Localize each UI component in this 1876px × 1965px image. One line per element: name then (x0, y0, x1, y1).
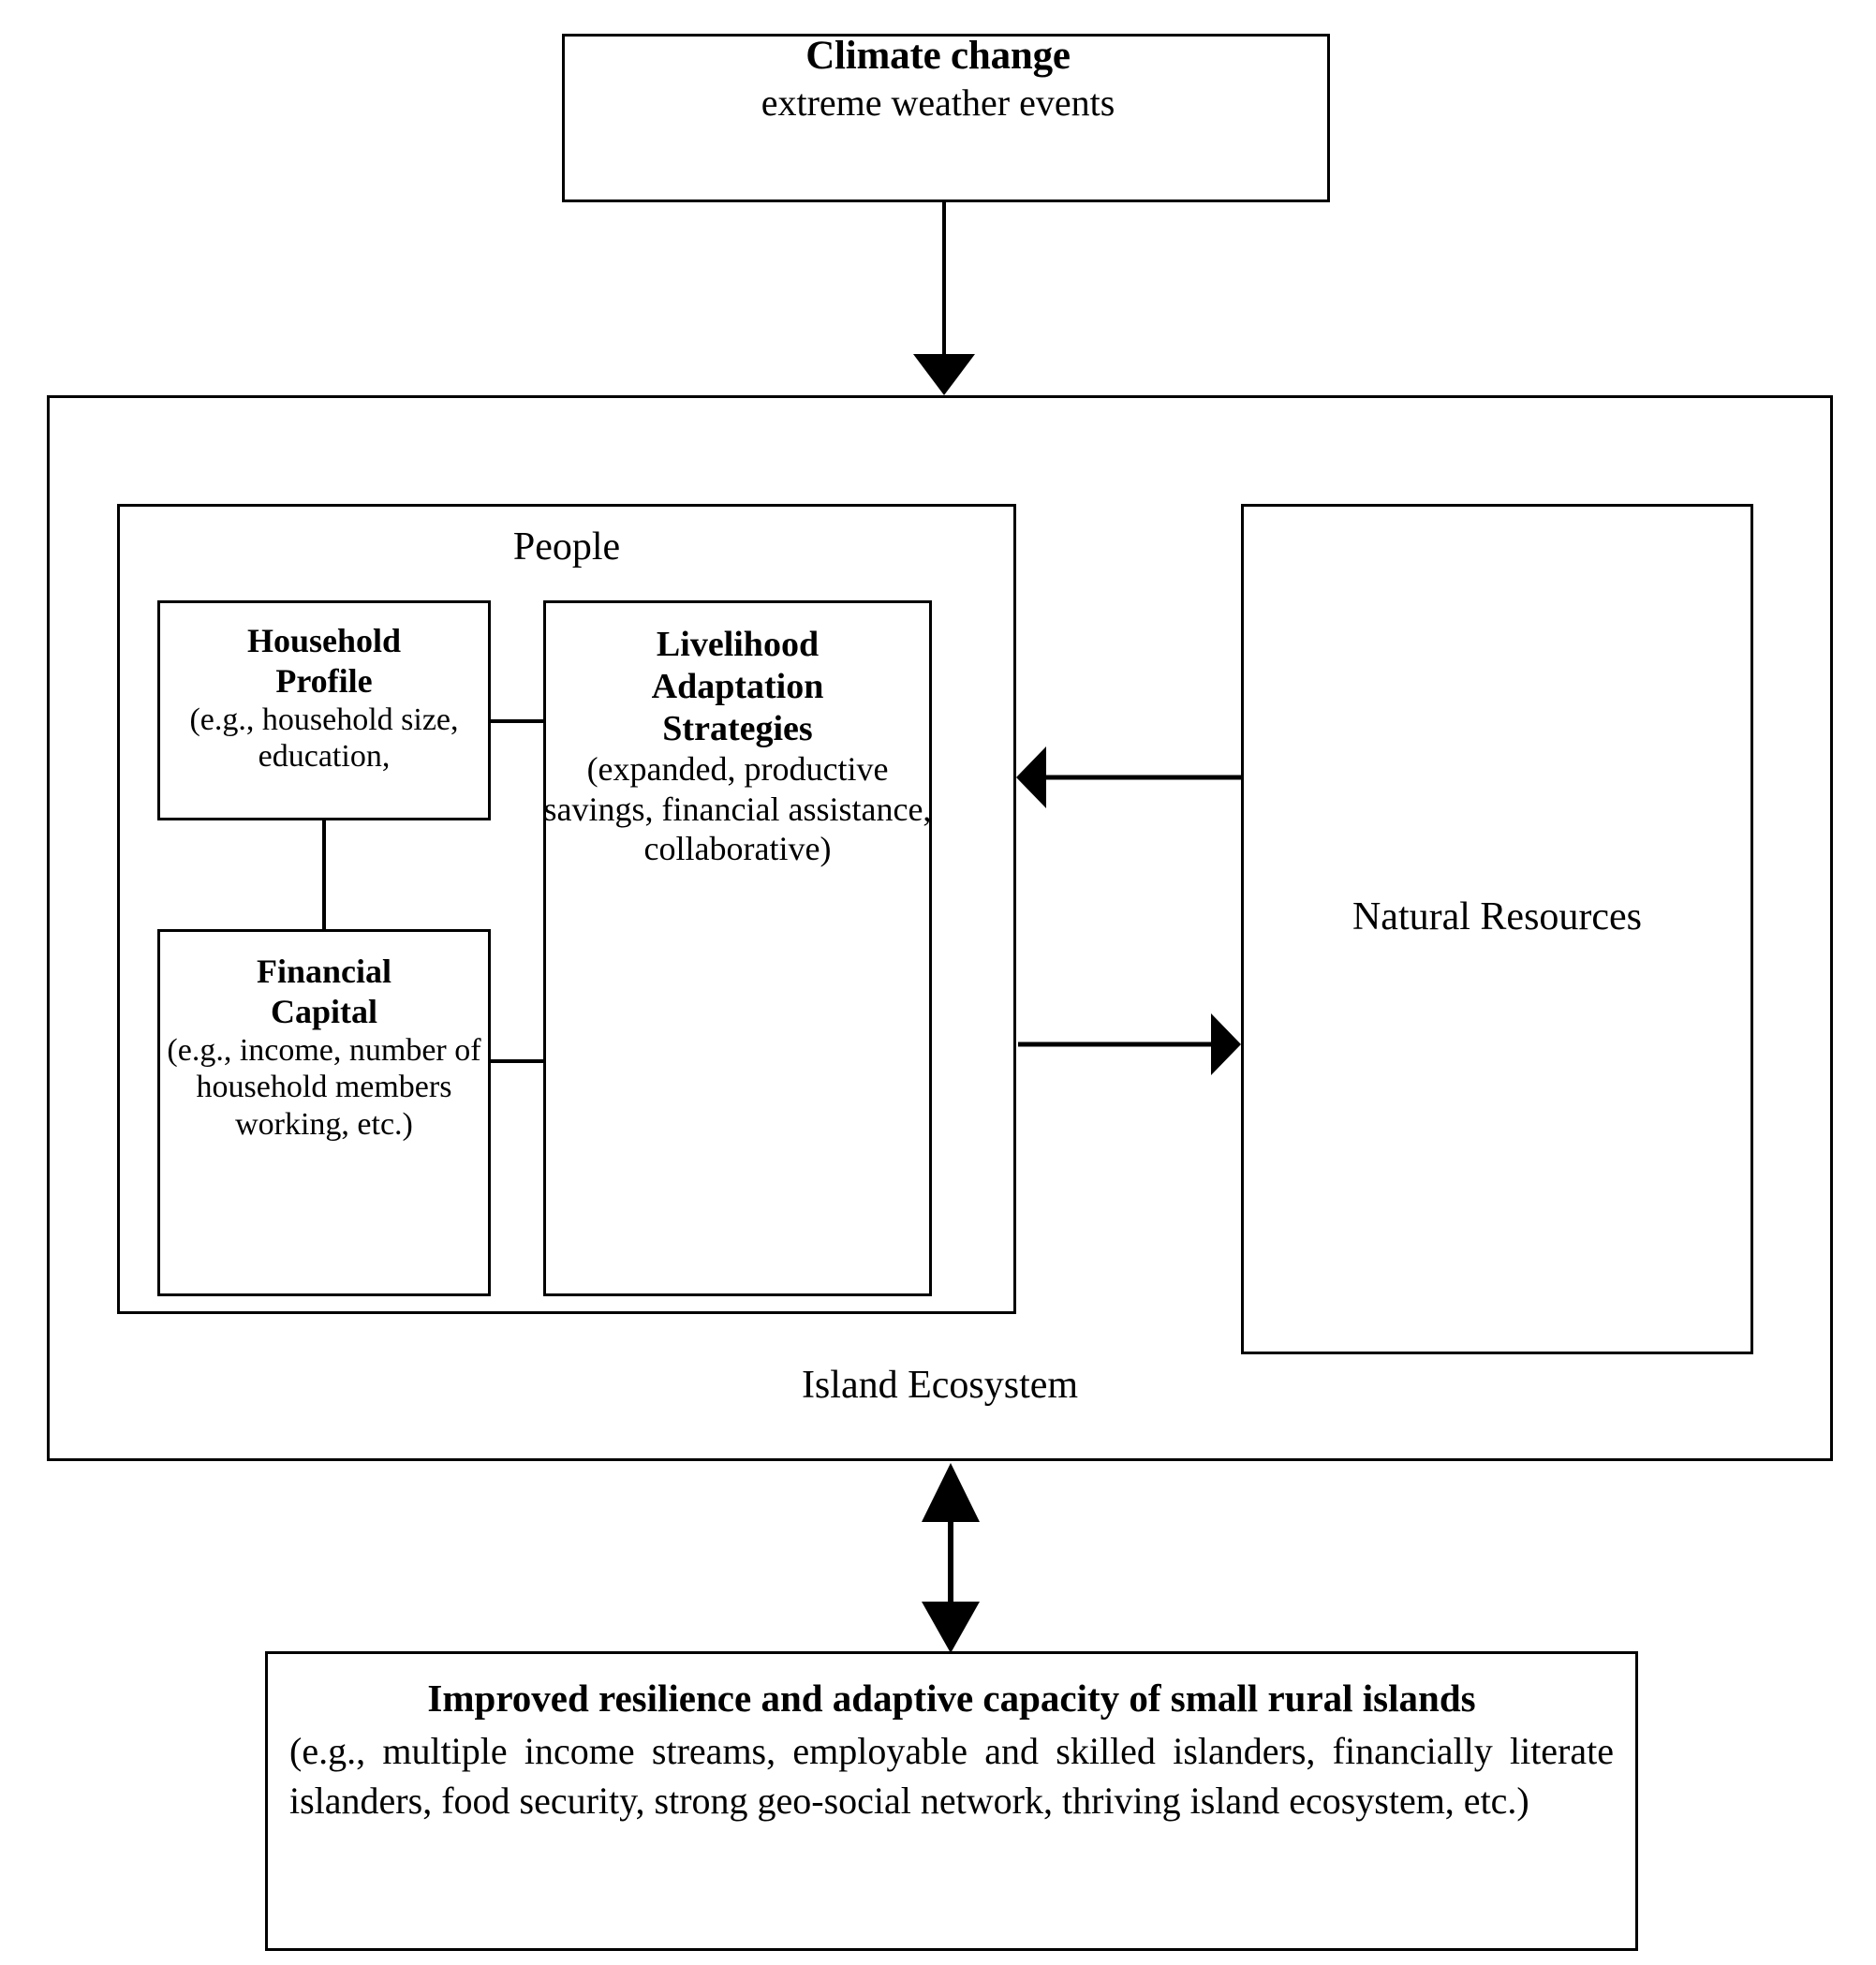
financial-capital-box (157, 929, 491, 1296)
livelihood-adaptation-text-group: Livelihood Adaptation Strategies (expand… (543, 624, 932, 869)
natural-resources-label: Natural Resources (1352, 895, 1643, 938)
island-ecosystem-label: Island Ecosystem (801, 1364, 1079, 1407)
financial-capital-heading-line1: Financial (256, 953, 392, 990)
outcome-body: (e.g., multiple income streams, employab… (289, 1729, 1614, 1822)
livelihood-body: (expanded, productive savings, financial… (543, 750, 932, 868)
climate-change-text-group: Climate change extreme weather events (0, 32, 1876, 126)
livelihood-adaptation-strategies-box (543, 600, 932, 1296)
natural-resources-box (1241, 504, 1753, 1354)
outcome-heading: Improved resilience and adaptive capacit… (427, 1677, 1476, 1720)
financial-capital-text-group: Financial Capital (e.g., income, number … (157, 952, 491, 1144)
household-profile-heading-line2: Profile (275, 661, 373, 700)
livelihood-heading-line1: Livelihood (656, 625, 820, 664)
climate-change-box (562, 34, 1330, 202)
livelihood-heading-line3: Strategies (662, 708, 813, 748)
household-profile-text-group: Household Profile (e.g., household size,… (157, 621, 491, 776)
household-profile-heading-line1: Household (246, 622, 402, 659)
people-label: People (512, 525, 621, 569)
financial-capital-body: (e.g., income, number of household membe… (167, 1032, 481, 1143)
outcome-text-group: Improved resilience and adaptive capacit… (265, 1673, 1638, 1825)
climate-change-heading: Climate change (805, 34, 1071, 78)
household-profile-box (157, 600, 491, 820)
financial-capital-heading-line2: Capital (270, 992, 377, 1030)
arrow-ecosystem-to-outcome-icon (922, 1463, 980, 1653)
arrow-climate-to-ecosystem-icon (913, 202, 975, 395)
livelihood-heading-line2: Adaptation (651, 666, 824, 706)
climate-change-subheading: extreme weather events (761, 81, 1115, 125)
household-profile-body: (e.g., household size, education, (189, 702, 459, 775)
